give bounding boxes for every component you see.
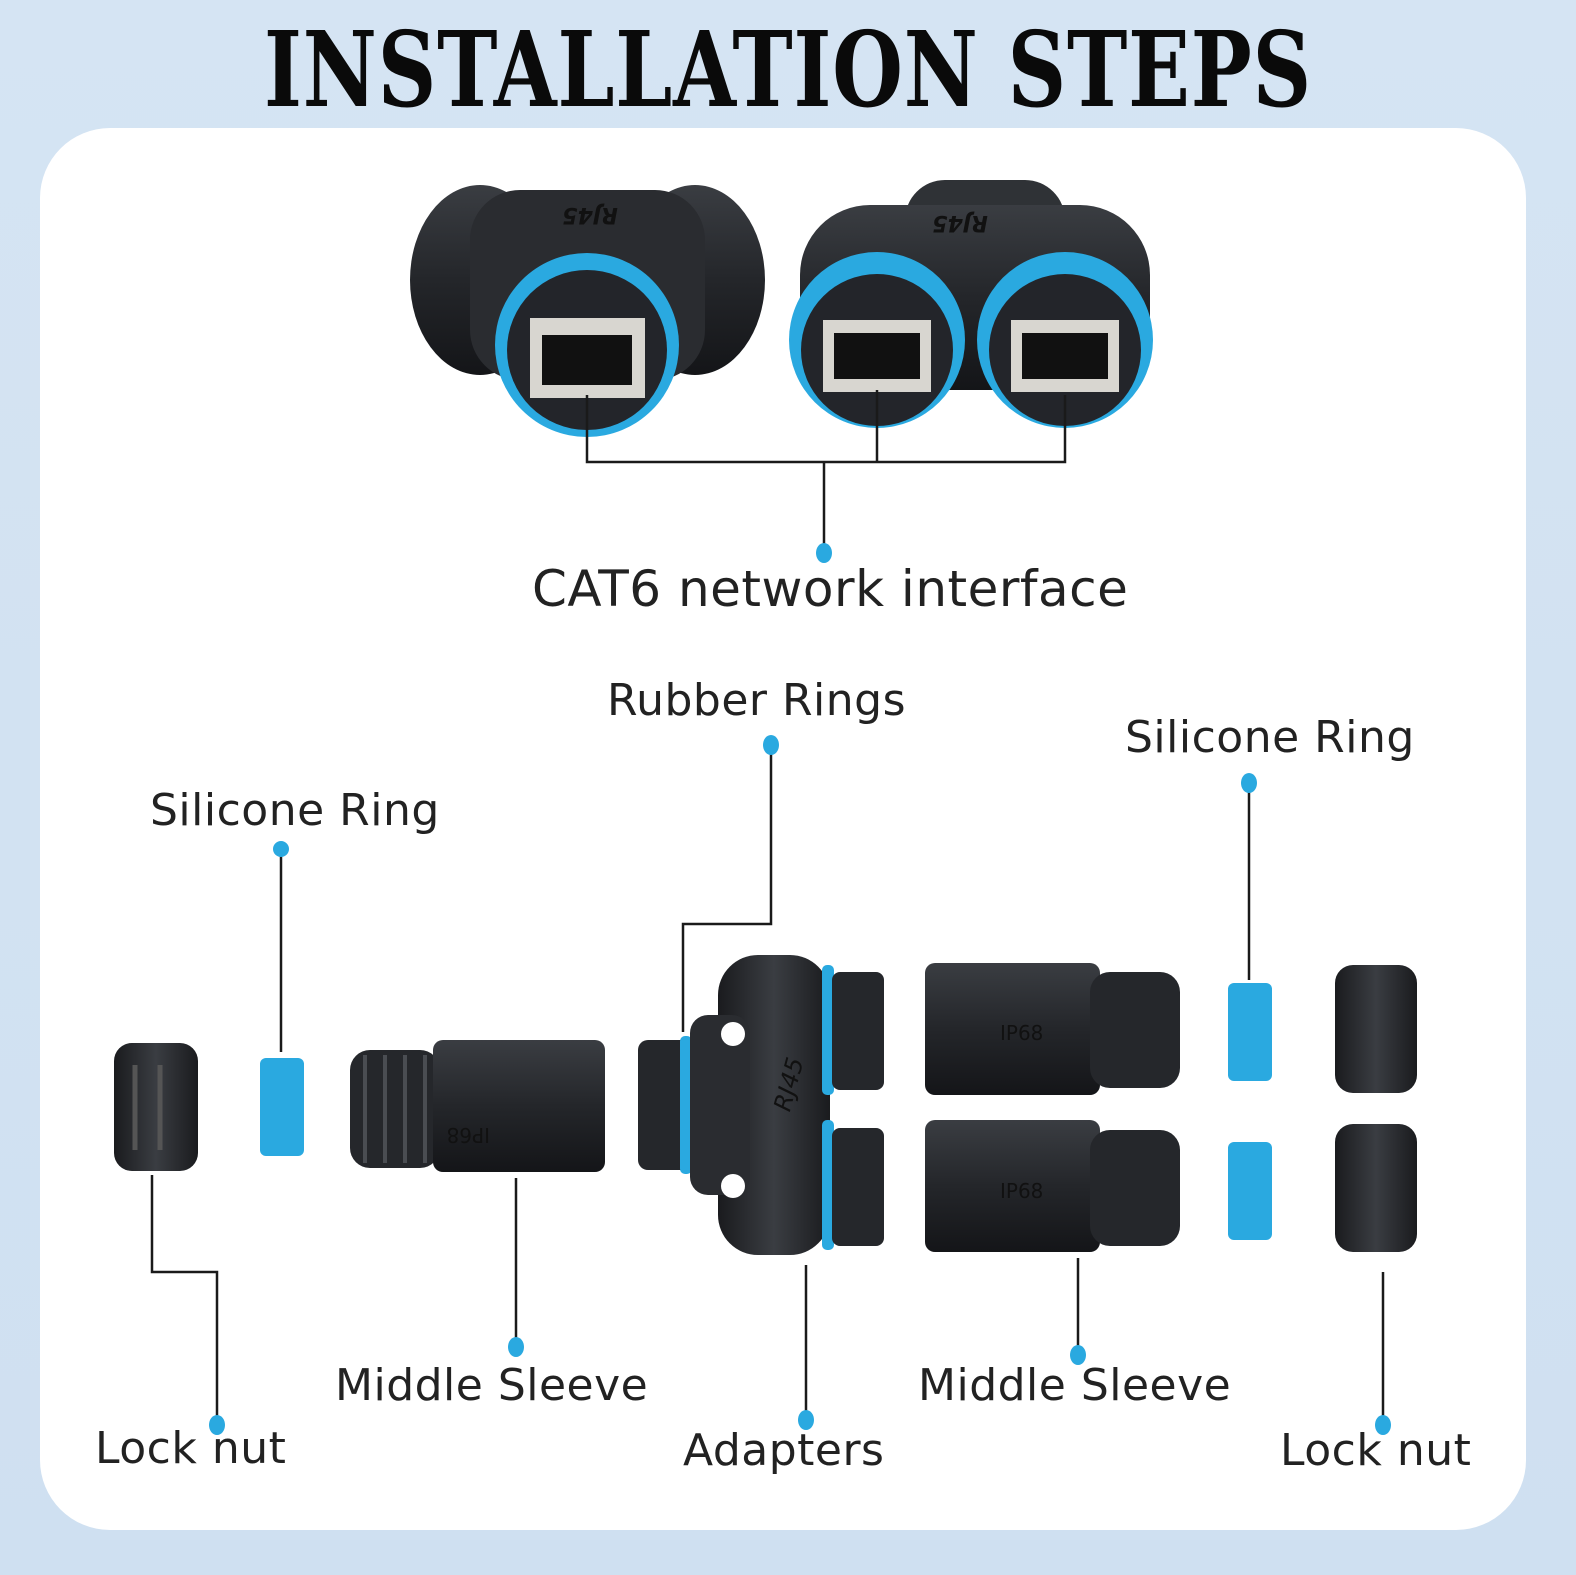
middle-sleeve-right-bottom: IP68 — [925, 1120, 1180, 1252]
label-silicone-ring-right: Silicone Ring — [1125, 712, 1415, 763]
label-adapters: Adapters — [683, 1425, 885, 1476]
lock-nut-left — [114, 1043, 198, 1171]
silicone-ring-right-bottom — [1228, 1142, 1272, 1240]
label-cat6-interface: CAT6 network interface — [532, 560, 1129, 618]
diagram-card — [40, 128, 1526, 1530]
silicone-ring-right-top — [1228, 983, 1272, 1081]
svg-text:IP68: IP68 — [1000, 1021, 1043, 1045]
label-rubber-rings: Rubber Rings — [607, 675, 907, 726]
svg-text:IP68: IP68 — [447, 1123, 490, 1147]
label-lock-nut-left: Lock nut — [95, 1423, 287, 1474]
rj45-dual-port-end: RJ45 — [789, 180, 1153, 428]
label-silicone-ring-left: Silicone Ring — [150, 785, 440, 836]
silicone-ring-left — [260, 1058, 304, 1156]
lock-nut-right-bottom — [1335, 1124, 1417, 1252]
callout-lines — [150, 390, 1385, 1425]
svg-text:RJ45: RJ45 — [932, 210, 988, 235]
adapter-y: RJ45 — [638, 955, 884, 1255]
svg-text:IP68: IP68 — [1000, 1179, 1043, 1203]
label-lock-nut-right: Lock nut — [1280, 1425, 1472, 1476]
label-middle-sleeve-right: Middle Sleeve — [918, 1360, 1232, 1411]
label-middle-sleeve-left: Middle Sleeve — [335, 1360, 649, 1411]
middle-sleeve-left: IP68 — [350, 1040, 605, 1172]
page-title: INSTALLATION STEPS — [264, 8, 1312, 131]
rj45-marking: RJ45 — [562, 202, 618, 227]
callout-dots — [209, 543, 1391, 1435]
middle-sleeve-right-top: IP68 — [925, 963, 1180, 1095]
lock-nut-right-top — [1335, 965, 1417, 1093]
rj45-single-port-end: RJ45 — [410, 185, 765, 437]
